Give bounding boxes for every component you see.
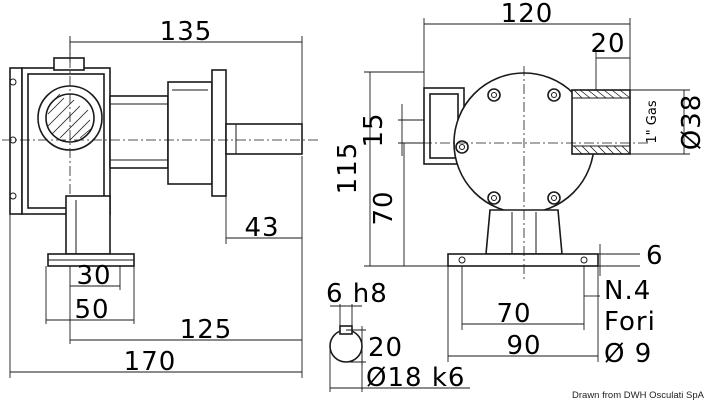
dim-135: 135 [160,17,213,47]
dim-70-horizontal: 70 [496,299,531,329]
dim-115: 115 [333,142,363,195]
dim-120: 120 [501,0,554,29]
dim-125: 125 [180,315,233,345]
dim-170: 170 [124,347,177,377]
dim-38-diameter: Ø38 [677,94,707,151]
dim-6: 6 [646,241,664,271]
front-dimensions [364,18,690,362]
credit-line: Drawn from DWH Osculati SpA [572,390,705,401]
dim-90: 90 [506,331,541,361]
shaft-key-depth: 20 [368,333,403,363]
gas-thread-label: 1" Gas [645,100,660,143]
dim-20-outlet: 20 [590,29,625,59]
hole-diameter: Ø 9 [604,339,652,369]
dim-50: 50 [74,295,109,325]
shaft-diameter: Ø18 k6 [366,363,465,393]
side-dimensions [9,36,303,378]
dim-30: 30 [76,261,111,291]
side-view-pump [9,57,303,267]
holes-label: Fori [604,307,656,337]
holes-count: N.4 [604,276,651,306]
key-width-label: 6 h8 [326,279,388,309]
front-view-pump [423,72,631,267]
dim-43: 43 [244,213,279,243]
dim-15: 15 [359,112,389,147]
dim-70-vertical: 70 [369,190,399,225]
shaft-section-detail [329,304,470,392]
